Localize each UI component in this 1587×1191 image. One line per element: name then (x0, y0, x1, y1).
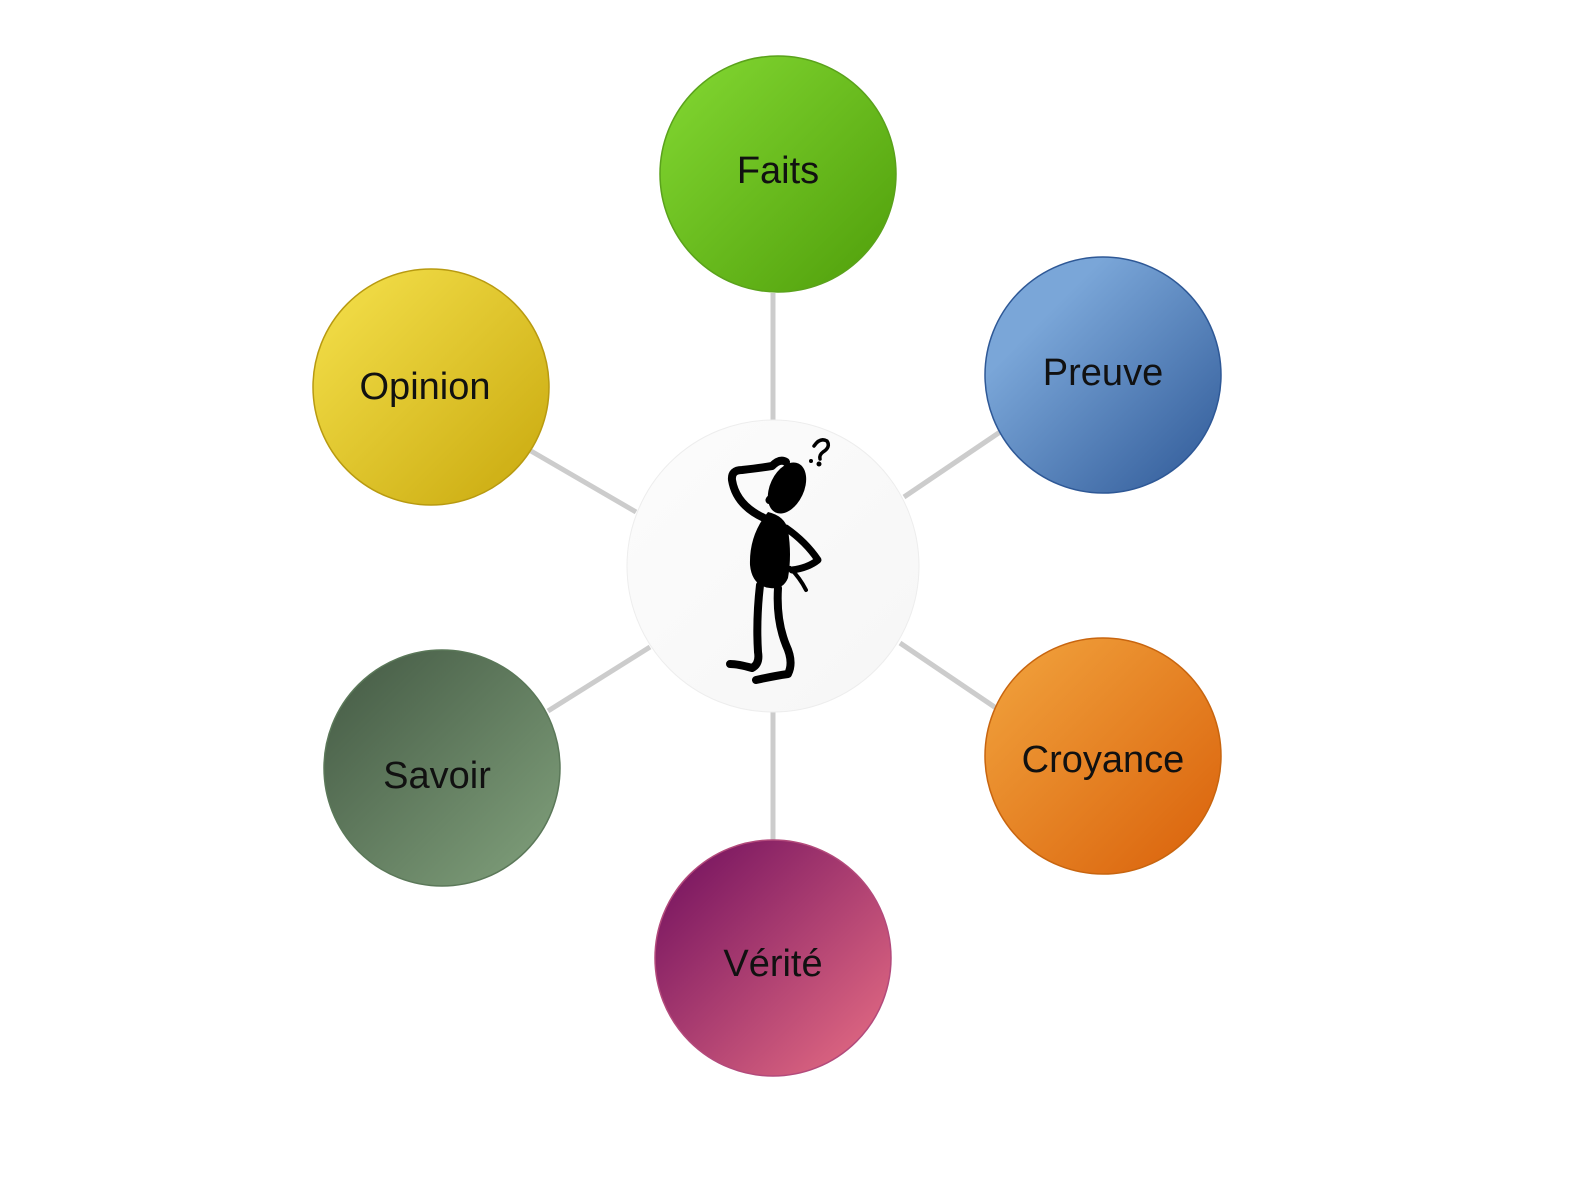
connector-opinion (529, 448, 638, 515)
center-node (626, 419, 920, 713)
node-verite: Vérité (654, 839, 892, 1077)
node-savoir-label: Savoir (383, 755, 491, 797)
node-opinion-circle (312, 268, 550, 506)
node-preuve: Preuve (984, 256, 1222, 494)
node-opinion-label: Opinion (360, 366, 491, 408)
node-opinion: Opinion (312, 268, 550, 506)
node-croyance: Croyance (984, 637, 1222, 875)
thinking-person-icon (726, 438, 831, 684)
node-faits: Faits (659, 55, 897, 293)
node-preuve-label: Preuve (1043, 352, 1163, 394)
node-preuve-circle (984, 256, 1222, 494)
connectors (529, 293, 1002, 840)
node-croyance-circle (984, 637, 1222, 875)
node-savoir: Savoir (323, 649, 561, 887)
node-faits-label: Faits (737, 150, 819, 192)
node-croyance-label: Croyance (1022, 739, 1185, 781)
node-faits-circle (659, 55, 897, 293)
node-savoir-circle (323, 649, 561, 887)
connector-preuve (902, 429, 1002, 500)
connector-savoir (546, 644, 652, 714)
connector-croyance (898, 640, 998, 711)
node-verite-label: Vérité (723, 943, 822, 985)
node-verite-circle (654, 839, 892, 1077)
